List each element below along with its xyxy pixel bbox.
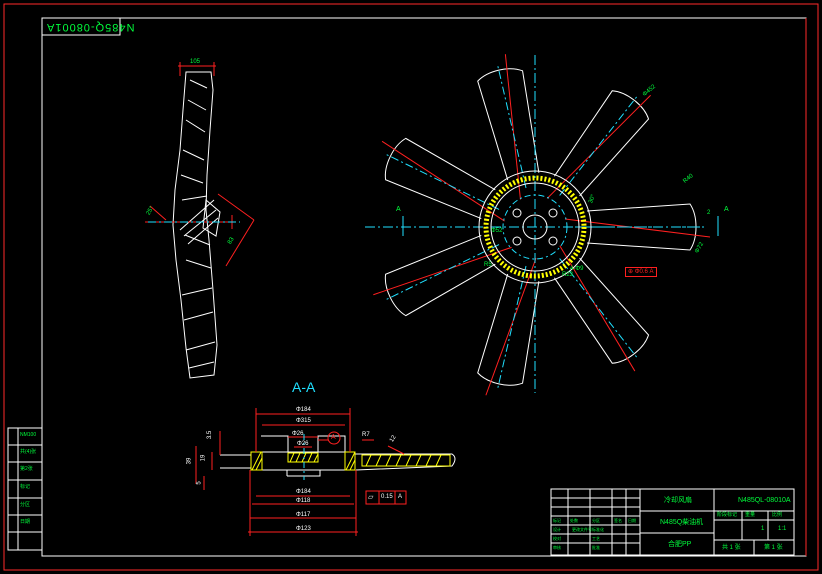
hub-inner-ring — [490, 182, 580, 272]
fan-blade — [477, 273, 540, 386]
blade-centerline — [559, 96, 637, 196]
title-sheet-total: 共 1 张 — [722, 545, 741, 551]
bolt-hole — [548, 208, 558, 218]
section-dim-above-4: Φ26 — [297, 441, 309, 447]
blade-dimension-line — [381, 140, 505, 222]
section-dim-above-3: Φ26 — [292, 431, 304, 437]
fan-blade — [553, 257, 650, 364]
title-cell-4: 更改文件号 — [572, 527, 592, 532]
blade-centerline — [386, 244, 500, 300]
section-dim-below-4: Φ123 — [296, 526, 311, 532]
section-dim-r: R7 — [362, 432, 370, 438]
title-cell-8: 标准化 — [592, 527, 604, 532]
bolt-hole — [512, 208, 522, 218]
title-assembly: N485Q柴油机 — [660, 519, 704, 526]
section-dim-left-2: 39 — [186, 457, 193, 465]
title-sheet-no: 第 1 张 — [764, 545, 783, 551]
blade-dimension-line — [485, 257, 537, 396]
drawing-number-box — [41, 17, 121, 36]
section-dim-below-1: Φ184 — [296, 489, 311, 495]
section-dim-above-1: Φ184 — [296, 407, 311, 413]
front-geometric-tolerance: ⊕ Φ0.6 A — [625, 267, 657, 277]
section-flatness-datum: A — [398, 494, 403, 500]
section-flatness-value: 0.15 — [381, 494, 393, 500]
fan-blade — [553, 90, 650, 197]
bolt-hole — [512, 236, 522, 246]
side-view — [172, 71, 221, 379]
front-dim-r23: R23 — [562, 272, 574, 278]
title-scale: 1:1 — [778, 526, 787, 532]
section-dim-left-1: 3.5 — [207, 430, 214, 440]
section-dim-below-2: Φ118 — [296, 498, 311, 504]
section-dim-below-3: Φ117 — [296, 512, 311, 518]
title-scale-label: 比例 — [772, 512, 783, 518]
section-mark-left: A — [396, 206, 401, 213]
side-table-row-2: 共(4)张 — [20, 449, 37, 455]
blade-centerline — [559, 258, 637, 358]
title-cell-6: 日期 — [628, 518, 636, 523]
side-table-row-4: 标记 — [20, 484, 31, 490]
title-quantity: 1 — [761, 526, 765, 532]
fan-blade — [477, 68, 540, 181]
title-cell-5: 签名 — [614, 518, 622, 523]
section-dim-left-3: 19 — [200, 454, 207, 462]
blade-centerline — [497, 265, 527, 388]
title-cell-1: 标记 — [553, 518, 561, 523]
fan-blade — [384, 234, 496, 317]
section-view — [195, 408, 456, 536]
title-drawing-no: N485QL-08010A — [738, 497, 791, 504]
title-cell-2: 处数 — [570, 518, 578, 523]
hub-bolt-circle — [502, 194, 568, 260]
hub-center-bore — [522, 214, 548, 240]
section-flatness-symbol: ▱ — [368, 494, 374, 501]
blade-dimension-line — [559, 245, 636, 372]
title-cell-3: 分区 — [592, 518, 600, 523]
drawing-number: N485Q-08001A — [46, 21, 135, 33]
blade-dimension-line — [373, 246, 512, 296]
title-cell-7: 设计 — [553, 527, 561, 532]
title-cell-9: 校对 — [553, 536, 561, 541]
section-title: A-A — [292, 379, 316, 395]
title-part-name: 冷却风扇 — [664, 497, 692, 504]
front-view — [365, 54, 719, 396]
blade-dimension-line — [546, 94, 651, 199]
side-table-grid — [7, 427, 43, 551]
side-table-row-3: 第2张 — [20, 466, 33, 472]
hub-outer-ring — [478, 170, 592, 284]
front-dim-width: 2 — [707, 210, 711, 216]
blade-dimension-line — [504, 54, 521, 200]
section-dim-left-4: 5 — [196, 481, 203, 485]
section-dim-above-2: Φ315 — [296, 418, 311, 424]
outer-frame — [3, 3, 819, 571]
front-note-holes: 4-Φ9 — [570, 266, 584, 272]
fan-blade — [384, 137, 496, 220]
blade-centerline — [497, 66, 527, 189]
blade-dimension-line — [564, 218, 711, 238]
side-table-row-6: 日期 — [20, 519, 31, 525]
title-cell-12: 批准 — [592, 545, 600, 550]
blade-centerline — [386, 154, 500, 210]
title-stage-label: 阶段标记 — [717, 512, 738, 518]
section-mark-circle-a: A — [331, 434, 336, 441]
side-dim-top: 105 — [190, 59, 201, 65]
inner-frame — [41, 17, 807, 557]
side-table-row-1: NM100 — [20, 432, 37, 438]
section-mark-right: A — [724, 206, 729, 213]
front-dim-r5: R5 — [484, 262, 492, 268]
title-cell-10: 工艺 — [592, 536, 600, 541]
hub-hatch-ring — [483, 175, 587, 279]
front-dim-hole-pcd: Φ52 — [491, 228, 503, 234]
side-view-dimensions — [145, 62, 255, 267]
title-cell-11: 审核 — [553, 545, 561, 550]
title-company: 合肥PP — [668, 541, 692, 548]
title-block-grid — [550, 488, 795, 556]
title-weight-label: 重量 — [745, 512, 756, 518]
bolt-hole — [548, 236, 558, 246]
side-table-row-5: 分区 — [20, 502, 31, 508]
